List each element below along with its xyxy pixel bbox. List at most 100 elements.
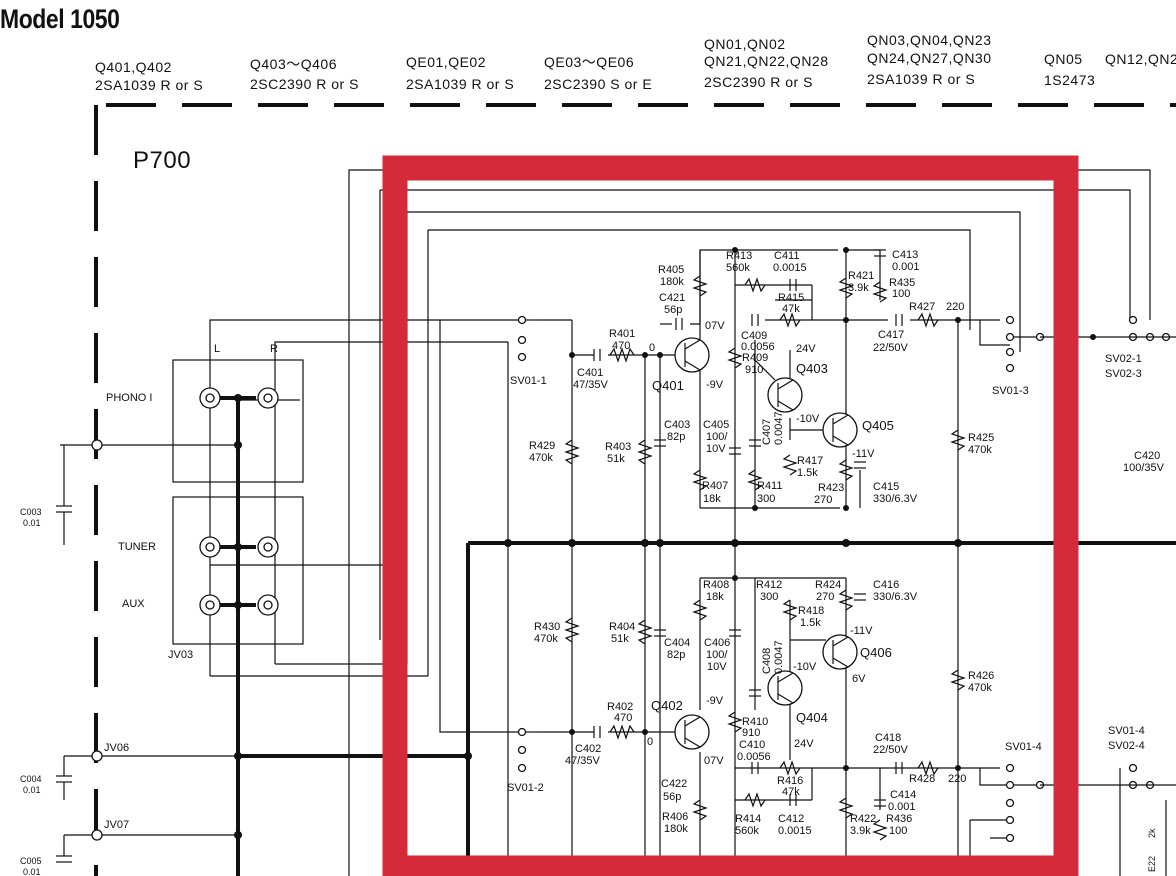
hdr-qe01-line2: QE01,QE02	[406, 54, 486, 70]
r418-name: R418	[798, 605, 824, 617]
c418-name: C418	[875, 732, 901, 744]
r422-value: 3.9k	[850, 825, 871, 837]
hdr-qe03-line3: 2SC2390 S or E	[544, 76, 652, 92]
hdr-qn03-line1: QN03,QN04,QN23	[867, 32, 992, 48]
r414-value: 560k	[735, 825, 759, 837]
r402-value: 470	[614, 712, 632, 724]
r409-name: R409	[742, 352, 768, 364]
c407-name: C407	[761, 419, 773, 445]
r423-name: R423	[818, 482, 844, 494]
r435-value: 100	[892, 288, 910, 300]
junctions	[504, 247, 1096, 771]
c413-name: C413	[892, 249, 918, 261]
r436-value: 100	[889, 825, 907, 837]
c410-value: 0.0056	[737, 751, 771, 763]
voltage-07v-bottom: 07V	[704, 755, 724, 767]
r409-value: 910	[745, 364, 763, 376]
transistor-header: Q401,Q402 2SA1039 R or S Q403～Q406 2SC23…	[95, 32, 1176, 93]
connector-icon	[91, 750, 103, 762]
connector-jv07: JV07	[104, 819, 129, 831]
c417-value: 22/50V	[873, 342, 909, 354]
r401-value: 470	[612, 340, 630, 352]
r430-name: R430	[534, 621, 560, 633]
c402-value: 47/35V	[565, 755, 601, 767]
c004-name: C004	[20, 774, 42, 784]
r407-name: R407	[702, 480, 728, 492]
rca-jack-icon	[257, 387, 279, 409]
hdr-q401-line3: 2SA1039 R or S	[95, 77, 203, 93]
hdr-q403-line2: Q403～Q406	[250, 56, 337, 72]
c005-name: C005	[20, 856, 42, 866]
c403-value: 82p	[667, 431, 685, 443]
voltage-24v-bottom: 24V	[794, 738, 814, 750]
r401-name: R401	[609, 328, 635, 340]
c420-name: C420	[1134, 450, 1160, 462]
r405-name: R405	[658, 264, 684, 276]
c410-name: C410	[739, 739, 765, 751]
transistor-q402-label: Q402	[651, 698, 683, 713]
c418-value: 22/50V	[873, 744, 909, 756]
r406-name: R406	[662, 811, 688, 823]
r408-value: 18k	[706, 591, 724, 603]
r415-value: 47k	[782, 303, 800, 315]
component-labels: R401 470 C401 47/35V SV01-1 R429 470k R4…	[507, 249, 1165, 872]
r405-value: 180k	[660, 276, 684, 288]
r427-name: R427	[909, 301, 935, 313]
c421-value: 56p	[664, 304, 682, 316]
c404-name: C404	[664, 637, 690, 649]
hdr-qe03-line2: QE03～QE06	[544, 54, 634, 70]
r424-value: 270	[816, 591, 834, 603]
switch-sv01-4: SV01-4	[1108, 725, 1145, 737]
c409-value: 0.0056	[741, 341, 775, 353]
r417-value: 1.5k	[797, 467, 818, 479]
transistor-q401-icon	[674, 337, 710, 373]
c406-name: C406	[704, 637, 730, 649]
c409-name: C409	[741, 330, 767, 342]
hdr-qn05-line3: 1S2473	[1044, 72, 1095, 88]
transistor-q402-icon	[674, 714, 710, 750]
c420-value: 100/35V	[1123, 462, 1165, 474]
highlight-frame	[382, 155, 1079, 876]
input-jacks: L R PHONO I TUNER AUX JV03	[106, 343, 304, 661]
r429-name: R429	[529, 440, 555, 452]
c407-value: 0.0047	[773, 411, 785, 445]
resistor-icons	[564, 275, 966, 841]
c415-name: C415	[873, 481, 899, 493]
c405-value2: 10V	[706, 443, 726, 455]
e22-value: 2k	[1147, 828, 1157, 838]
switch-sv01-2: SV01-2	[507, 782, 544, 794]
c411-name: C411	[774, 250, 799, 262]
c414-value: 0.001	[888, 801, 916, 813]
r403-value: 51k	[607, 453, 625, 465]
c414-name: C414	[890, 789, 916, 801]
voltage-m9v-bottom: -9V	[706, 695, 724, 707]
connector-icon	[91, 439, 103, 451]
r403-name: R403	[605, 441, 631, 453]
voltage-m11v-top: -11V	[852, 448, 875, 460]
capacitor-icons	[593, 249, 903, 807]
top-channel-wiring	[538, 249, 1010, 876]
hdr-qn01-line1: QN01,QN02	[704, 36, 786, 52]
hdr-qn03-line2: QN24,QN27,QN30	[867, 50, 992, 66]
hdr-q403-line3: 2SC2390 R or S	[250, 76, 359, 92]
board-label: P700	[133, 147, 191, 174]
voltage-0-top: 0	[649, 342, 655, 354]
c412-name: C412	[778, 813, 804, 825]
r427-value: 220	[946, 301, 964, 313]
r436-name: R436	[886, 813, 912, 825]
tuner-label: TUNER	[118, 541, 156, 553]
voltage-m10v-bottom: -10V	[793, 661, 817, 673]
transistor-q404-icon	[767, 670, 803, 706]
r421-value: 3.9k	[848, 282, 869, 294]
r429-value: 470k	[529, 452, 553, 464]
c416-value: 330/6.3V	[873, 591, 918, 603]
phono-label: PHONO I	[106, 392, 152, 404]
connector-icon	[91, 829, 103, 841]
jack-left-label: L	[214, 343, 220, 355]
voltage-0-bottom: 0	[647, 736, 653, 748]
transistor-q406-icon	[822, 634, 858, 670]
r407-value: 18k	[703, 493, 721, 505]
r410-name: R410	[742, 716, 768, 728]
c003-value: 0.01	[23, 518, 41, 528]
c402-name: C402	[575, 743, 601, 755]
